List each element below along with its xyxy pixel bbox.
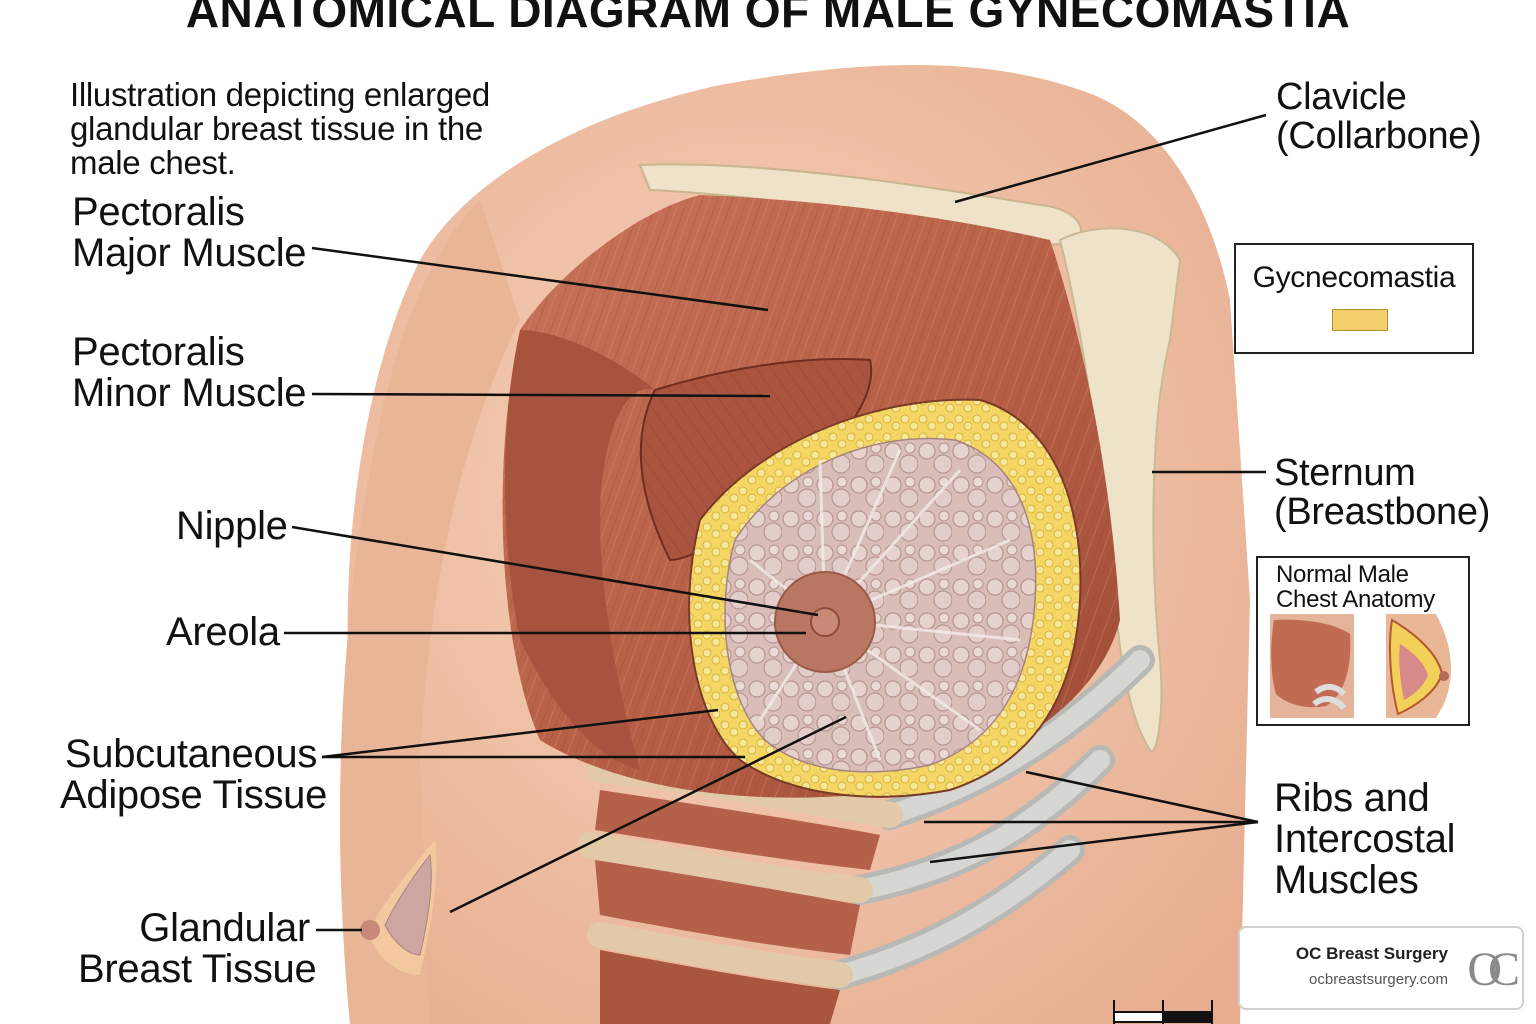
label-line: (Collarbone) [1276,115,1482,157]
brand-monogram-icon: OC [1467,943,1520,996]
brand-name: OC Breast Surgery [1295,944,1448,963]
arm-skin [340,200,520,1024]
label-nipple: Nipple [176,504,288,548]
label-line: Clavicle [1276,76,1407,118]
diagram-title: ANATOMICAL DIAGRAM OF MALE GYNECOMASTIA [185,0,1351,37]
inset-title-line: Normal Male [1276,561,1409,588]
label-clavicle: Clavicle (Collarbone) [1276,78,1482,156]
label-pectoralis-minor: Pectoralis Minor Muscle [72,330,307,415]
legend-box: Gycnecomastia [1234,243,1474,354]
label-line: Sternum [1274,452,1416,494]
inset-title: Normal Male Chest Anatomy [1276,562,1435,612]
scale-bar [1113,1000,1213,1024]
label-line: Ribs and [1274,776,1430,820]
label-pectoralis-major: Pectoralis Major Muscle [72,190,307,275]
minor-fiber-texture [640,359,872,560]
leader-lines [284,113,1267,932]
label-line: Glandular [139,906,310,950]
side-view-breast [360,840,437,975]
brand-url[interactable]: ocbreastsurgery.com [1309,971,1448,988]
legend-label: Gycnecomastia [1252,261,1456,294]
nipple-shape [810,607,840,637]
glandular-tissue [724,437,1037,773]
label-adipose-tissue: Subcutaneous Adipose Tissue [60,732,328,817]
label-line: Muscles [1274,858,1419,902]
label-line: Adipose Tissue [60,773,328,817]
label-glandular-tissue: Glandular Breast Tissue [78,906,317,991]
label-line: (Breastbone) [1274,491,1491,533]
label-line: Intercostal [1274,817,1456,861]
brand-logo-card[interactable]: OC Breast Surgery ocbreastsurgery.com OC [1238,926,1524,1010]
label-ribs: Ribs and Intercostal Muscles [1274,776,1456,902]
deltoid-muscle [505,330,655,770]
label-areola: Areola [166,610,280,654]
inset-illustration [1270,614,1451,718]
label-line: Major Muscle [72,231,307,275]
label-line: Minor Muscle [72,371,307,415]
legend-swatch [1332,309,1388,331]
label-line: Breast Tissue [78,947,317,991]
label-line: Pectoralis [72,330,245,374]
intro-description: Illustration depicting enlarged glandula… [70,76,490,181]
label-sternum: Sternum (Breastbone) [1274,454,1490,532]
label-line: Subcutaneous [64,732,318,776]
label-line: Pectoralis [72,190,245,234]
inset-normal-anatomy: Normal Male Chest Anatomy [1256,556,1470,726]
inset-title-line: Chest Anatomy [1276,586,1435,613]
intercostal-muscles [595,790,880,1024]
